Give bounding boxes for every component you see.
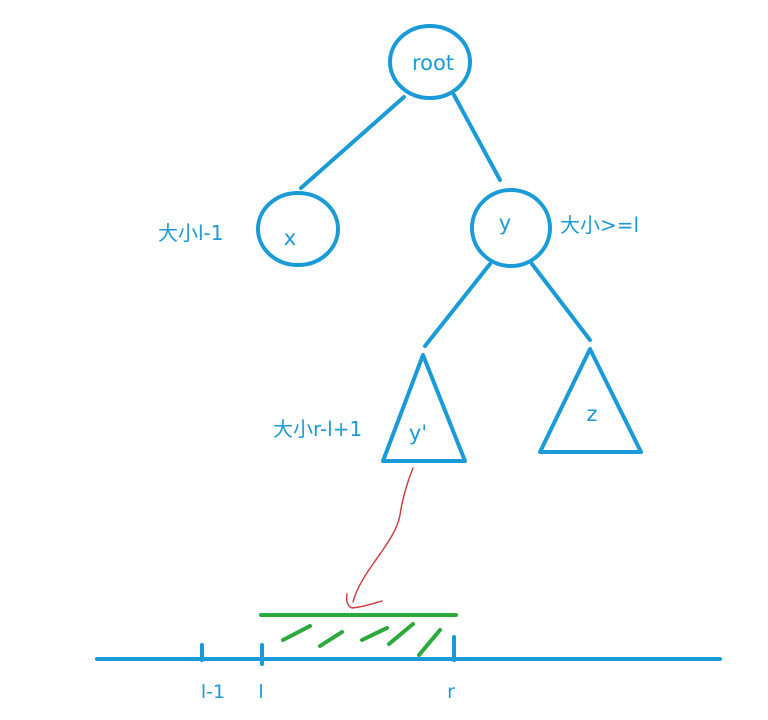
right-subtree-label: z: [586, 402, 597, 426]
right-child-node-circle: [470, 188, 552, 268]
mapping-arrow: [345, 467, 414, 609]
edge-root-to-x: [299, 95, 406, 190]
hatch-mark: [387, 622, 415, 646]
tick-label-r: r: [447, 681, 455, 703]
root-node-circle: [388, 24, 472, 100]
edge-y-to-right-subtree: [530, 262, 592, 342]
hatch-mark: [318, 630, 344, 648]
right-child-node-label: y: [499, 211, 511, 235]
hatch-mark: [281, 624, 312, 642]
tick-label-l: l: [258, 681, 263, 703]
interval-range: [259, 613, 458, 657]
tree-edges: [299, 93, 592, 348]
edge-root-to-y: [452, 93, 502, 182]
right-child-node: y 大小>=l: [470, 188, 639, 268]
root-node-label: root: [412, 51, 454, 75]
left-child-node-label: x: [284, 226, 296, 250]
hatch-mark: [417, 628, 442, 657]
edge-y-to-left-subtree: [423, 262, 492, 348]
left-child-node: x 大小l-1: [158, 191, 340, 267]
mapping-arrow-head: [345, 593, 383, 609]
tick-label-l-minus-1: l-1: [201, 681, 225, 703]
left-child-node-circle: [256, 191, 340, 267]
root-node: root: [388, 24, 472, 100]
left-subtree-size-label: 大小r-l+1: [273, 417, 362, 441]
mapping-arrow-shaft: [352, 467, 414, 603]
left-subtree-label: y': [409, 421, 427, 445]
left-child-size-label: 大小l-1: [158, 221, 224, 245]
right-subtree-triangle: [538, 347, 643, 454]
right-subtree: z: [538, 347, 643, 454]
number-line: l-1 l r: [95, 635, 722, 703]
left-subtree: y' 大小r-l+1: [273, 353, 467, 463]
right-child-size-label: 大小>=l: [560, 213, 639, 237]
hatch-mark: [360, 626, 389, 642]
left-subtree-triangle: [381, 353, 467, 463]
